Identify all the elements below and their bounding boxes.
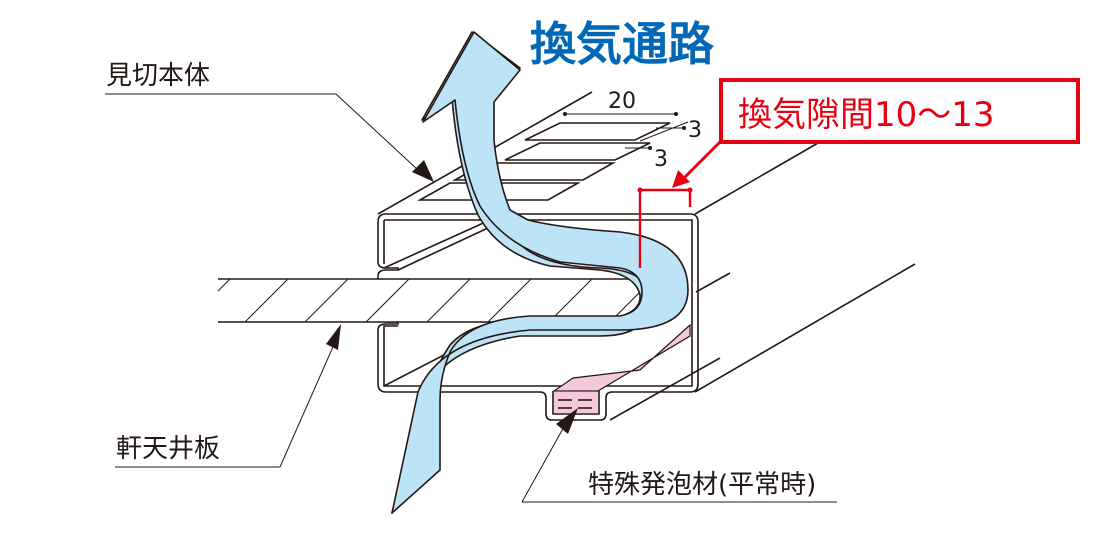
leader-arrowhead: [326, 324, 341, 350]
dim-slot-length: 20: [608, 89, 636, 114]
foam-strip: [552, 323, 691, 392]
callout-arrowhead: [672, 170, 690, 188]
dim-slot-pitch: 3: [654, 147, 668, 172]
dim-ext: [639, 121, 689, 142]
dim-slot-width: 3: [688, 118, 702, 143]
leader-line: [279, 339, 337, 468]
bottom-right-edge: [694, 263, 916, 393]
airflow-ribbon: [391, 31, 689, 514]
inner-right-edge: [695, 272, 731, 293]
board-fill: [218, 279, 642, 322]
gap-callout-box: [719, 78, 1080, 144]
leader-line: [521, 424, 566, 503]
leader-arrowhead: [412, 160, 434, 182]
dim-dot: [682, 126, 686, 130]
top-right-edge: [694, 142, 819, 215]
inner-diag: [383, 219, 491, 269]
callout-leader: [682, 140, 722, 180]
dimension-lines: [563, 112, 689, 150]
dim-dot: [563, 112, 567, 116]
vent-slot: [504, 142, 651, 161]
leader-foam: [521, 408, 837, 503]
pocket-edge: [609, 357, 721, 421]
dim-dot: [674, 112, 678, 116]
gap-callout-marker: [637, 140, 722, 268]
dim-dot: [648, 146, 652, 150]
leader-frame-body: [105, 93, 434, 182]
leader-line: [335, 93, 419, 171]
label-foam-material: 特殊発泡材(平常時): [588, 470, 816, 500]
foam-material: [552, 323, 691, 413]
gap-dot: [637, 187, 643, 193]
soffit-board: [217, 278, 643, 323]
gap-dot: [687, 187, 693, 193]
label-frame-body: 見切本体: [106, 61, 210, 91]
leader-arrowhead: [556, 408, 578, 434]
gap-callout-text: 換気隙間10〜13: [738, 95, 995, 135]
label-soffit-board: 軒天井板: [116, 434, 220, 464]
pocket-inner: [552, 391, 600, 415]
leader-soffit-board: [115, 324, 341, 468]
vent-slot: [524, 122, 671, 141]
diagram-title: 換気通路: [530, 17, 715, 71]
board-hatching: [217, 278, 643, 323]
